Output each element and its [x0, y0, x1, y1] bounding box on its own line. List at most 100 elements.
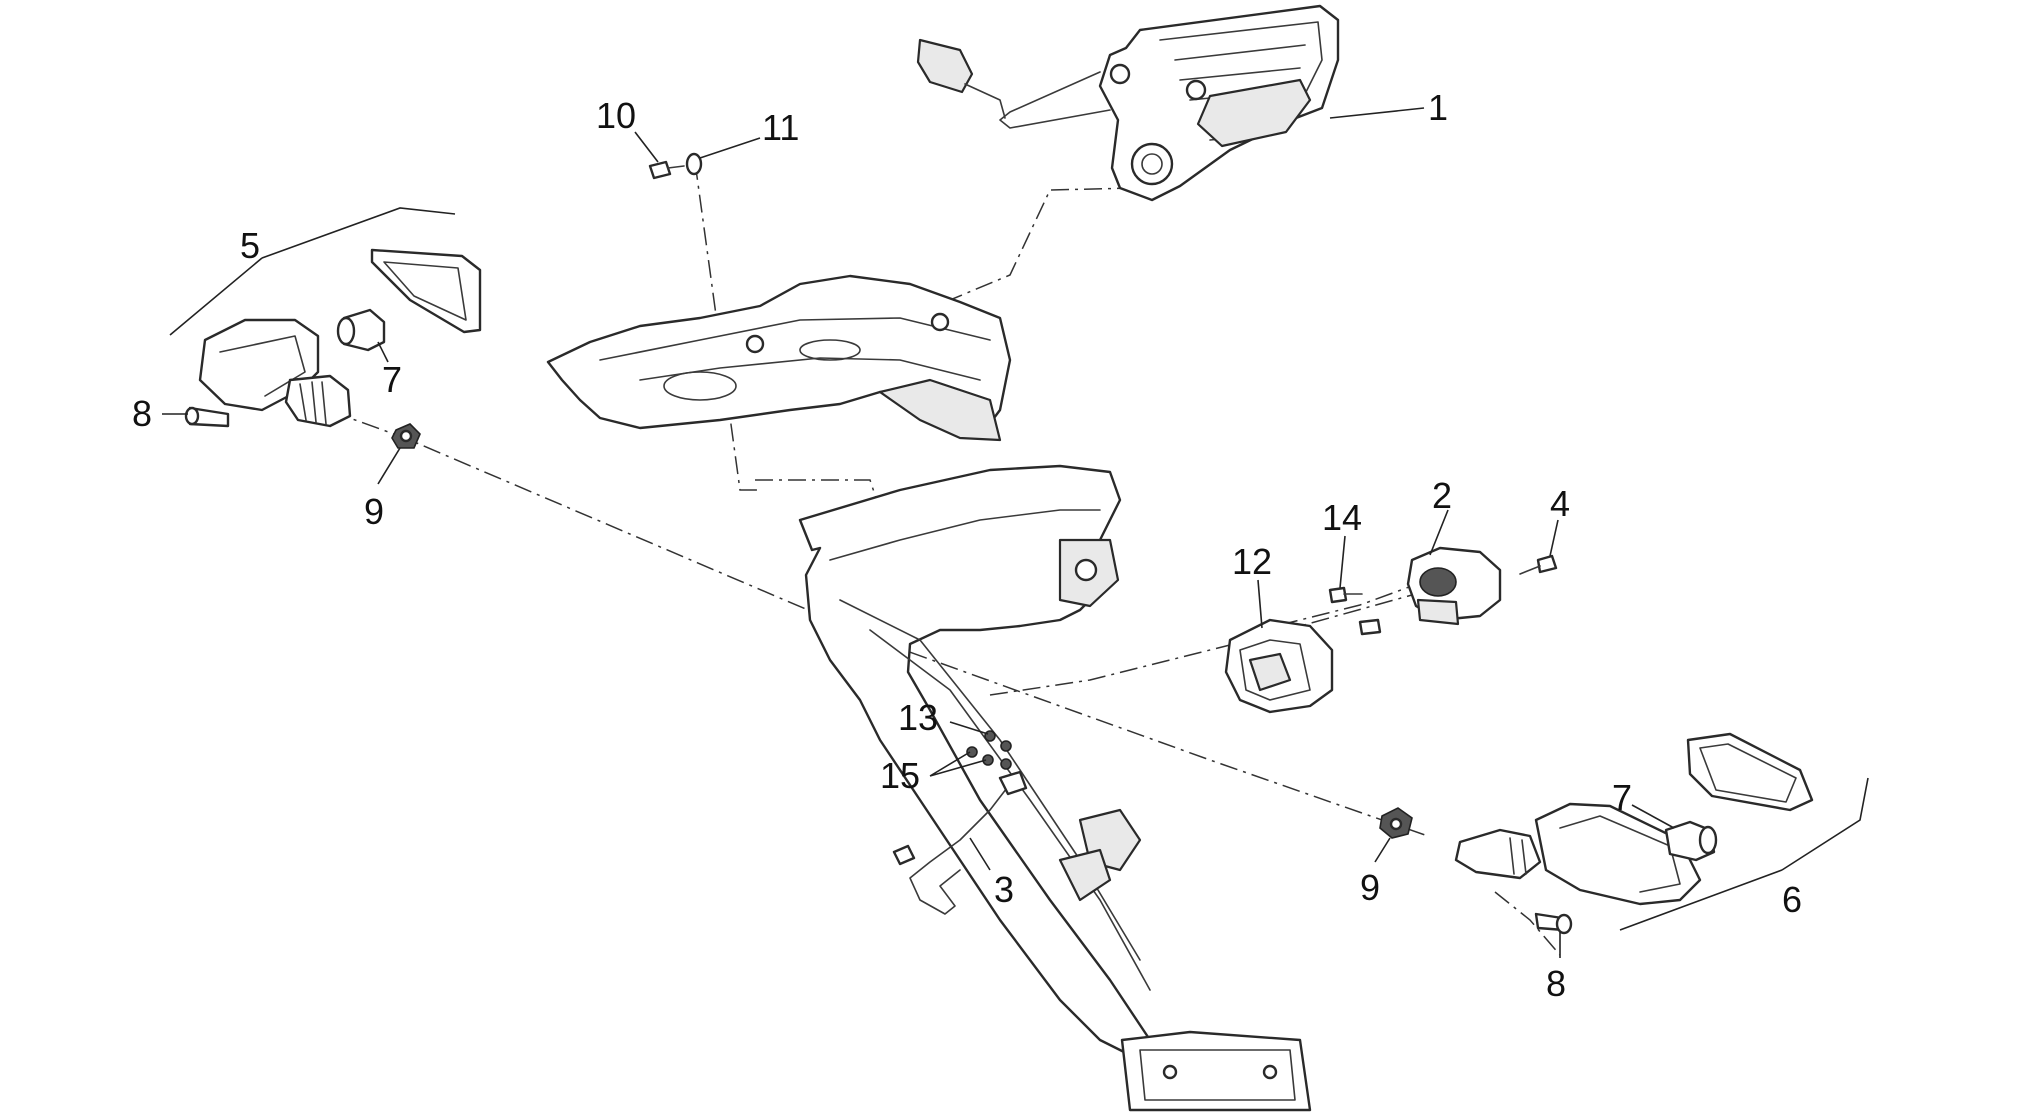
tray-screw-10[interactable]	[648, 160, 685, 180]
callout-6: 6	[1782, 879, 1802, 920]
washer-15c	[1000, 758, 1012, 770]
tray-hole	[745, 334, 765, 354]
callout-14: 14	[1322, 497, 1362, 538]
license-plate-holder[interactable]	[798, 464, 1312, 1112]
callout-leaders	[162, 107, 1869, 958]
callout-7-left: 7	[382, 359, 402, 400]
plate-light-lens	[1419, 567, 1457, 597]
callout-9-left: 9	[364, 491, 384, 532]
wiring-cable	[909, 783, 1011, 915]
callout-3: 3	[994, 869, 1014, 910]
leader-9-right	[1374, 837, 1391, 863]
tail-light-socket	[1130, 142, 1174, 186]
leader-13	[949, 721, 989, 735]
screw-10-head	[648, 160, 672, 180]
callout-8-right: 8	[1546, 963, 1566, 1004]
plate-light-screw-14	[1328, 586, 1348, 604]
leader-5	[169, 207, 456, 336]
leader-10	[634, 131, 659, 163]
plate-holder-mount-hole	[1162, 1064, 1178, 1080]
tail-light-cable-end	[964, 83, 1006, 119]
plate-holder-rib-2	[869, 629, 1151, 991]
tail-light-socket-inner	[1141, 153, 1163, 175]
tray-washer-11[interactable]	[685, 152, 703, 176]
washer-15b	[982, 754, 994, 766]
tray-recess-right	[799, 339, 861, 361]
tray-hole-2	[930, 312, 950, 332]
under-seat-tray[interactable]	[546, 274, 1012, 442]
tail-light-lens-edge	[1159, 21, 1323, 105]
left-indicator-assembly[interactable]	[184, 248, 482, 449]
center-line-screw-4	[1279, 582, 1421, 626]
right-indicator-assembly[interactable]	[1379, 732, 1814, 935]
leader-7-left	[377, 341, 389, 363]
leader-1	[1329, 107, 1425, 119]
callout-labels: 1 2 3 4 5 6 7 7 8 8 9 9 10 11 12 13 14 1…	[132, 87, 1802, 1004]
screw-10-shank	[667, 165, 685, 169]
left-indicator-screw-head	[184, 406, 200, 426]
tail-light-connector	[916, 38, 974, 94]
leader-12	[1257, 579, 1263, 629]
plate-holder-mount-hole-2	[1262, 1064, 1278, 1080]
plate-light-screw-4	[1536, 554, 1558, 574]
wiring-terminal	[892, 844, 916, 866]
plate-light-window	[1248, 652, 1292, 692]
callout-8-left: 8	[132, 393, 152, 434]
plate-light-screw-14b	[1358, 618, 1382, 636]
tail-light-assembly[interactable]	[916, 4, 1340, 202]
tray-recess-left	[663, 371, 737, 401]
right-indicator-body	[1534, 802, 1702, 906]
right-indicator-nut-hole	[1389, 817, 1403, 831]
nut-13b	[1000, 740, 1012, 752]
callout-7-right: 7	[1612, 777, 1632, 818]
callout-9-right: 9	[1360, 867, 1380, 908]
callout-13: 13	[898, 697, 938, 738]
leader-15	[929, 751, 987, 777]
nut-13a	[984, 730, 996, 742]
center-line-bolt-10	[694, 161, 760, 491]
right-indicator-bulb-cap	[1698, 825, 1718, 855]
leader-7-right	[1631, 804, 1675, 829]
leader-4	[1549, 519, 1559, 557]
plate-holder-hole	[1074, 558, 1098, 582]
washer-11	[685, 152, 703, 176]
callout-10: 10	[596, 95, 636, 136]
callout-5: 5	[240, 225, 260, 266]
plate-light-wiring-3[interactable]	[892, 770, 1028, 915]
tray-rear-flange	[878, 378, 1002, 442]
callout-4: 4	[1550, 483, 1570, 524]
callout-2: 2	[1432, 475, 1452, 516]
leader-2	[1429, 509, 1449, 556]
leader-9-left	[377, 447, 401, 485]
plate-light-housing-inner	[1239, 639, 1311, 701]
center-line-tail-light	[949, 187, 1136, 301]
right-indicator-stem-ribs	[1509, 837, 1527, 875]
plate-holder-ridge	[829, 509, 1101, 561]
right-indicator-lens-inner	[1699, 743, 1797, 803]
left-indicator-stem	[284, 374, 352, 428]
tail-light-mount-hole	[1109, 63, 1131, 85]
left-indicator-body-edge	[219, 335, 306, 397]
callout-11: 11	[762, 107, 799, 148]
plate-light-screw-4-shank	[1519, 565, 1541, 575]
right-indicator-stem	[1454, 828, 1542, 880]
leader-6	[1619, 777, 1869, 931]
center-line-screw-8-right	[1494, 891, 1561, 956]
wiring-plug	[998, 770, 1028, 796]
left-indicator-lens-inner	[383, 261, 467, 321]
plate-light-cover-base	[1416, 598, 1460, 626]
tail-light-cable	[999, 71, 1111, 129]
plate-light-assembly[interactable]	[1224, 546, 1558, 714]
left-indicator-stem-ribs	[299, 381, 327, 425]
plate-holder-mount-plate-inner	[1139, 1049, 1296, 1101]
tray-ridge	[599, 317, 991, 361]
leader-14	[1339, 535, 1346, 589]
plate-holder-mount-plate	[1120, 1030, 1312, 1112]
washer-15a	[966, 746, 978, 758]
tail-light-bracket	[1196, 78, 1312, 148]
leader-11	[699, 137, 761, 159]
right-indicator-lens	[1686, 732, 1814, 812]
callout-1: 1	[1428, 87, 1448, 128]
callout-15: 15	[880, 755, 920, 796]
